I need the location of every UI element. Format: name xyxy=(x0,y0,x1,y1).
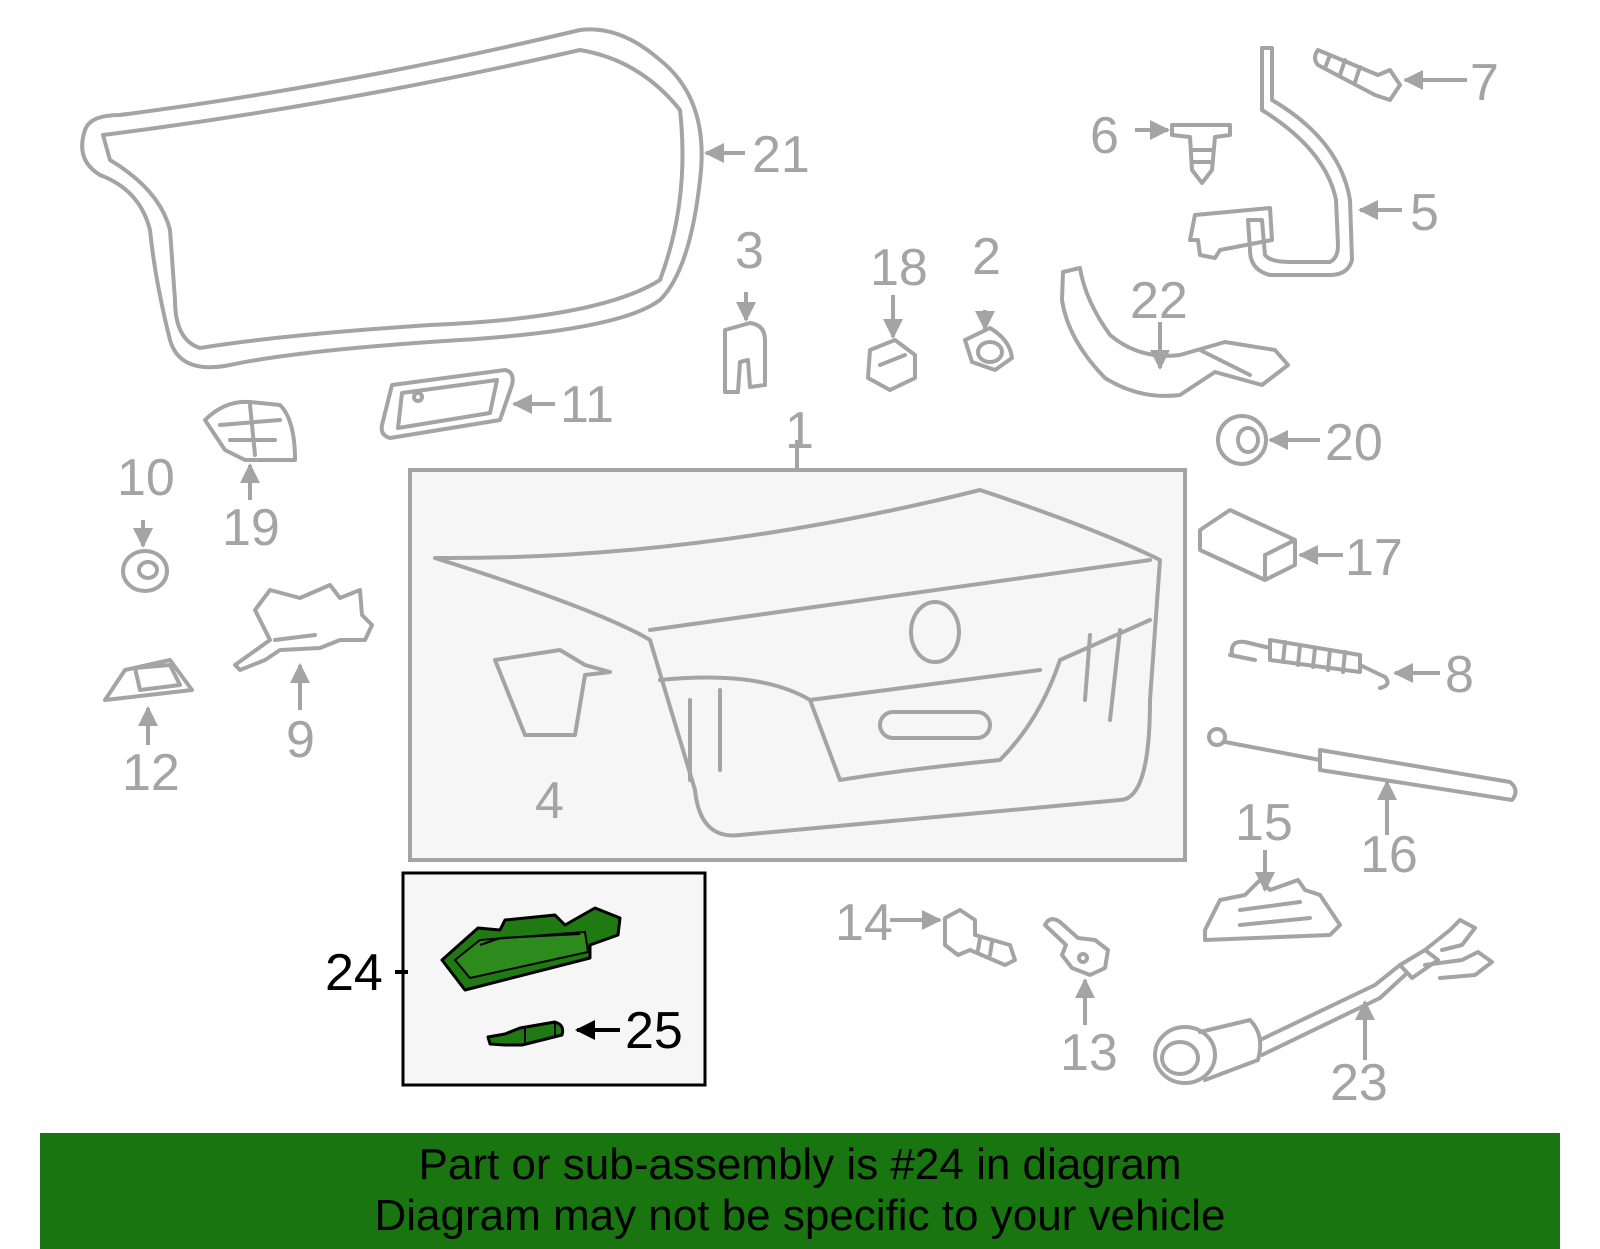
callout-8: 8 xyxy=(1445,646,1474,704)
callout-5: 5 xyxy=(1410,184,1439,242)
callout-19: 19 xyxy=(222,499,280,557)
callout-16: 16 xyxy=(1360,826,1418,884)
callout-10: 10 xyxy=(117,449,175,507)
callout-11: 11 xyxy=(560,376,614,434)
callout-7: 7 xyxy=(1470,54,1499,112)
callout-3: 3 xyxy=(735,222,764,280)
part-12-pad[interactable] xyxy=(103,658,194,702)
callout-6: 6 xyxy=(1090,107,1119,165)
highlight-box xyxy=(401,871,707,1087)
callout-9: 9 xyxy=(286,711,315,769)
part-10-grommet[interactable] xyxy=(121,549,169,593)
callout-2: 2 xyxy=(972,228,1001,286)
part-14-bolt[interactable] xyxy=(943,908,1017,967)
part-23-camera[interactable] xyxy=(1153,918,1494,1085)
callout-24: 24 xyxy=(325,944,383,1002)
callout-22: 22 xyxy=(1130,272,1188,330)
part-9-hinge[interactable] xyxy=(233,583,374,672)
part-11-plate[interactable] xyxy=(379,368,515,440)
part-3-clip[interactable] xyxy=(723,321,767,394)
part-6-clip[interactable] xyxy=(1170,123,1232,185)
part-8-spring[interactable] xyxy=(1228,638,1390,690)
part-19-bracket[interactable] xyxy=(203,399,297,462)
callout-20: 20 xyxy=(1325,414,1383,472)
notice-banner: Part or sub-assembly is #24 in diagram D… xyxy=(40,1133,1560,1249)
part-16-strut[interactable] xyxy=(1207,727,1518,802)
part-15-latch[interactable] xyxy=(1203,878,1342,942)
callout-13: 13 xyxy=(1060,1024,1118,1082)
callout-25: 25 xyxy=(625,1002,683,1060)
part-25-bulb[interactable] xyxy=(486,1020,565,1047)
callout-15: 15 xyxy=(1235,794,1293,852)
callout-12: 12 xyxy=(122,744,180,802)
callout-1: 1 xyxy=(785,402,814,460)
part-20-grommet[interactable] xyxy=(1216,414,1268,466)
trunk-lid-assembly[interactable] xyxy=(408,468,1187,862)
part-13-stud[interactable] xyxy=(1043,917,1110,977)
part-5-rod[interactable] xyxy=(1188,46,1354,277)
part-24-license-lamp[interactable] xyxy=(440,906,622,992)
part-22-handle[interactable] xyxy=(1060,266,1290,398)
callout-14: 14 xyxy=(835,894,893,952)
part-7-screw[interactable] xyxy=(1313,48,1402,102)
callout-18: 18 xyxy=(870,239,928,297)
part-17-pad[interactable] xyxy=(1198,508,1297,582)
callout-23: 23 xyxy=(1330,1054,1388,1112)
callout-4: 4 xyxy=(535,772,564,830)
part-18-nut[interactable] xyxy=(866,338,917,392)
part-2-plug[interactable] xyxy=(963,326,1014,372)
callout-21: 21 xyxy=(752,126,810,184)
weatherstrip-seal[interactable] xyxy=(80,27,704,370)
banner-line-1: Part or sub-assembly is #24 in diagram xyxy=(418,1140,1182,1189)
callout-17: 17 xyxy=(1345,529,1403,587)
banner-line-2: Diagram may not be specific to your vehi… xyxy=(374,1191,1226,1240)
